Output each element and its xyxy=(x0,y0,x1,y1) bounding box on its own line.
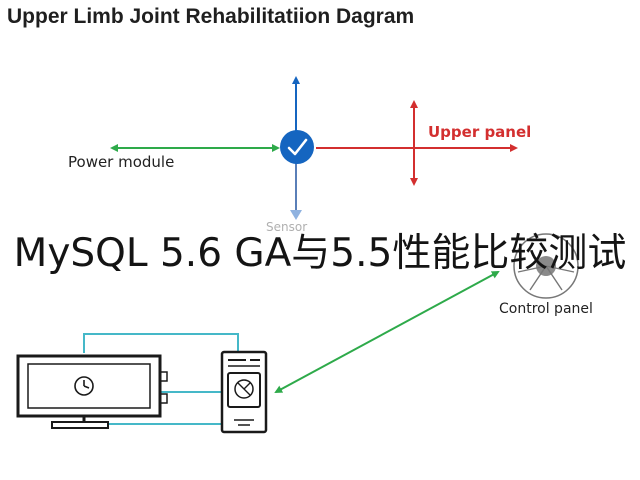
upper-panel-label: Upper panel xyxy=(428,123,532,141)
control-panel-label: Control panel xyxy=(499,301,593,317)
diagram-title: Upper Limb Joint Rehabilitatiion Dagram xyxy=(7,5,415,28)
control-panel-icon xyxy=(513,233,579,299)
control-panel-link-arrow xyxy=(274,271,500,393)
sensor-arrow-head xyxy=(290,210,302,220)
monitor-icon xyxy=(16,354,168,429)
joint-node-check-icon xyxy=(280,130,314,164)
sensor-label: Sensor xyxy=(266,220,308,234)
clock-icon xyxy=(74,376,94,396)
power-module-label: Power module xyxy=(68,153,175,171)
overlay-caption: MySQL 5.6 GA与5.5性能比较测试 xyxy=(13,231,627,276)
monitor-connector-line xyxy=(83,333,239,353)
device-unit-icon xyxy=(220,350,268,434)
